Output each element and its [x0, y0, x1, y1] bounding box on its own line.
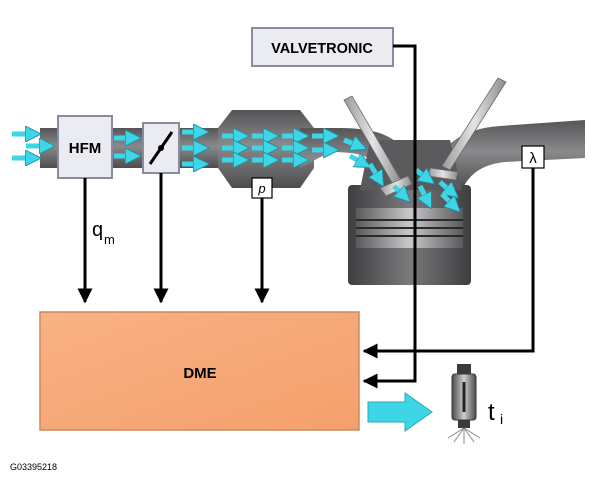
dme-control-unit: DME	[39, 311, 360, 431]
hfm-sensor: HFM	[57, 115, 113, 179]
injection-signal-arrow	[367, 392, 433, 432]
lambda-label: λ	[529, 150, 537, 167]
injection-time-symbol: t	[488, 399, 495, 426]
valvetronic-label: VALVETRONIC	[271, 41, 373, 57]
mass-flow-symbol: q	[92, 219, 103, 241]
figure-id: G03395218	[10, 462, 57, 472]
throttle-valve-icon	[142, 122, 180, 174]
pressure-sensor: p	[251, 177, 273, 199]
mass-flow-subscript: m	[104, 232, 115, 247]
signal-lines	[77, 44, 535, 389]
exhaust-valve-icon	[427, 77, 507, 181]
piston-icon	[356, 208, 463, 248]
injection-time-subscript: i	[500, 411, 503, 427]
lambda-sensor: λ	[521, 145, 545, 169]
valvetronic-box: VALVETRONIC	[251, 27, 394, 67]
fuel-injector-icon	[447, 364, 481, 444]
exhaust-pipe	[435, 120, 585, 190]
air-flow-arrows	[12, 132, 458, 210]
dme-label: DME	[183, 365, 216, 382]
pressure-label: p	[257, 181, 265, 196]
hfm-label: HFM	[69, 140, 102, 157]
